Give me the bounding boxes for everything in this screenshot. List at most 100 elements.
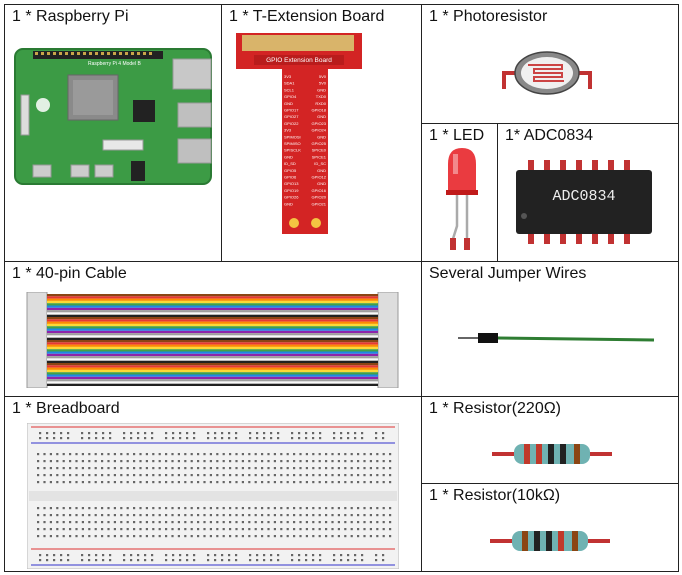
breadboard-hole xyxy=(361,559,364,562)
breadboard-hole xyxy=(75,467,78,470)
breadboard-hole xyxy=(88,514,91,517)
breadboard-hole xyxy=(101,453,104,456)
breadboard-hole xyxy=(291,432,294,435)
breadboard-hole xyxy=(241,521,244,524)
cell-cable: 1 * 40-pin Cable xyxy=(4,261,422,397)
breadboard-hole xyxy=(165,554,168,557)
cable-wire xyxy=(47,310,378,313)
breadboard-hole xyxy=(113,521,116,524)
breadboard-hole xyxy=(299,474,302,477)
cable-wire xyxy=(47,296,378,299)
gpio-pin-label-right: SPICE1 xyxy=(312,154,327,159)
breadboard-hole xyxy=(299,521,302,524)
breadboard-hole xyxy=(241,481,244,484)
breadboard-hole xyxy=(165,432,168,435)
breadboard-hole xyxy=(254,528,257,531)
breadboard-hole xyxy=(216,535,219,538)
breadboard-hole xyxy=(375,437,378,440)
breadboard-hole xyxy=(46,554,49,557)
breadboard-hole xyxy=(318,535,321,538)
breadboard-hole xyxy=(298,432,301,435)
breadboard-hole xyxy=(389,460,392,463)
breadboard-hole xyxy=(60,437,63,440)
breadboard-hole xyxy=(363,453,366,456)
breadboard-hole xyxy=(235,528,238,531)
breadboard-hole xyxy=(171,474,174,477)
breadboard-hole xyxy=(56,514,59,517)
breadboard-hole xyxy=(256,554,259,557)
breadboard-hole xyxy=(94,528,97,531)
breadboard-hole xyxy=(184,453,187,456)
breadboard-hole xyxy=(158,467,161,470)
breadboard-hole xyxy=(137,432,140,435)
breadboard-hole xyxy=(286,460,289,463)
breadboard-hole xyxy=(144,559,147,562)
breadboard-hole xyxy=(382,514,385,517)
breadboard-hole xyxy=(88,474,91,477)
breadboard-hole xyxy=(216,514,219,517)
breadboard-hole xyxy=(37,474,40,477)
breadboard-hole xyxy=(133,535,136,538)
breadboard-hole xyxy=(248,535,251,538)
breadboard-hole xyxy=(152,528,155,531)
breadboard-hole xyxy=(280,521,283,524)
breadboard-hole xyxy=(344,535,347,538)
breadboard-hole xyxy=(229,453,232,456)
breadboard-hole xyxy=(229,521,232,524)
breadboard-hole xyxy=(263,437,266,440)
breadboard-hole xyxy=(145,521,148,524)
breadboard-hole xyxy=(382,481,385,484)
breadboard-hole xyxy=(305,437,308,440)
breadboard-hole xyxy=(190,514,193,517)
breadboard-hole xyxy=(363,507,366,510)
breadboard-hole xyxy=(382,521,385,524)
breadboard-hole xyxy=(221,559,224,562)
breadboard-hole xyxy=(363,521,366,524)
breadboard-hole xyxy=(293,474,296,477)
breadboard-hole xyxy=(235,460,238,463)
breadboard-hole xyxy=(325,507,328,510)
breadboard-hole xyxy=(193,554,196,557)
breadboard-hole xyxy=(254,521,257,524)
breadboard-hole xyxy=(214,437,217,440)
breadboard-hole xyxy=(361,432,364,435)
breadboard-hole xyxy=(229,467,232,470)
breadboard-hole xyxy=(222,481,225,484)
breadboard-hole xyxy=(235,554,238,557)
breadboard-hole xyxy=(277,432,280,435)
breadboard-hole xyxy=(375,432,378,435)
breadboard-hole xyxy=(331,521,334,524)
breadboard-hole xyxy=(37,453,40,456)
breadboard-hole xyxy=(81,474,84,477)
breadboard-hole xyxy=(318,481,321,484)
cable-wire xyxy=(47,365,378,368)
breadboard-hole xyxy=(318,521,321,524)
breadboard-hole xyxy=(235,559,238,562)
breadboard-hole xyxy=(145,460,148,463)
breadboard-hole xyxy=(88,535,91,538)
breadboard-hole xyxy=(123,437,126,440)
breadboard-hole xyxy=(203,474,206,477)
gpio-pin-label-left: 3V3 xyxy=(284,128,292,133)
gpio-pin-label-left: SPIMOSI xyxy=(284,134,301,139)
breadboard-hole xyxy=(171,467,174,470)
breadboard-hole xyxy=(145,535,148,538)
breadboard-hole xyxy=(101,528,104,531)
breadboard-hole xyxy=(229,460,232,463)
breadboard-hole xyxy=(88,460,91,463)
breadboard-hole xyxy=(107,514,110,517)
breadboard-hole xyxy=(216,453,219,456)
breadboard-hole xyxy=(107,481,110,484)
breadboard-hole xyxy=(133,528,136,531)
breadboard-hole xyxy=(152,467,155,470)
gpio-pin-label-right: GPIO24 xyxy=(312,128,327,133)
breadboard-hole xyxy=(165,474,168,477)
breadboard-hole xyxy=(203,453,206,456)
breadboard-hole xyxy=(88,559,91,562)
cable-wire xyxy=(47,372,378,375)
breadboard-hole xyxy=(133,521,136,524)
breadboard-hole xyxy=(49,453,52,456)
gpio-pin-label-left: GPIO13 xyxy=(284,181,299,186)
breadboard-hole xyxy=(43,453,46,456)
breadboard-hole xyxy=(139,474,142,477)
